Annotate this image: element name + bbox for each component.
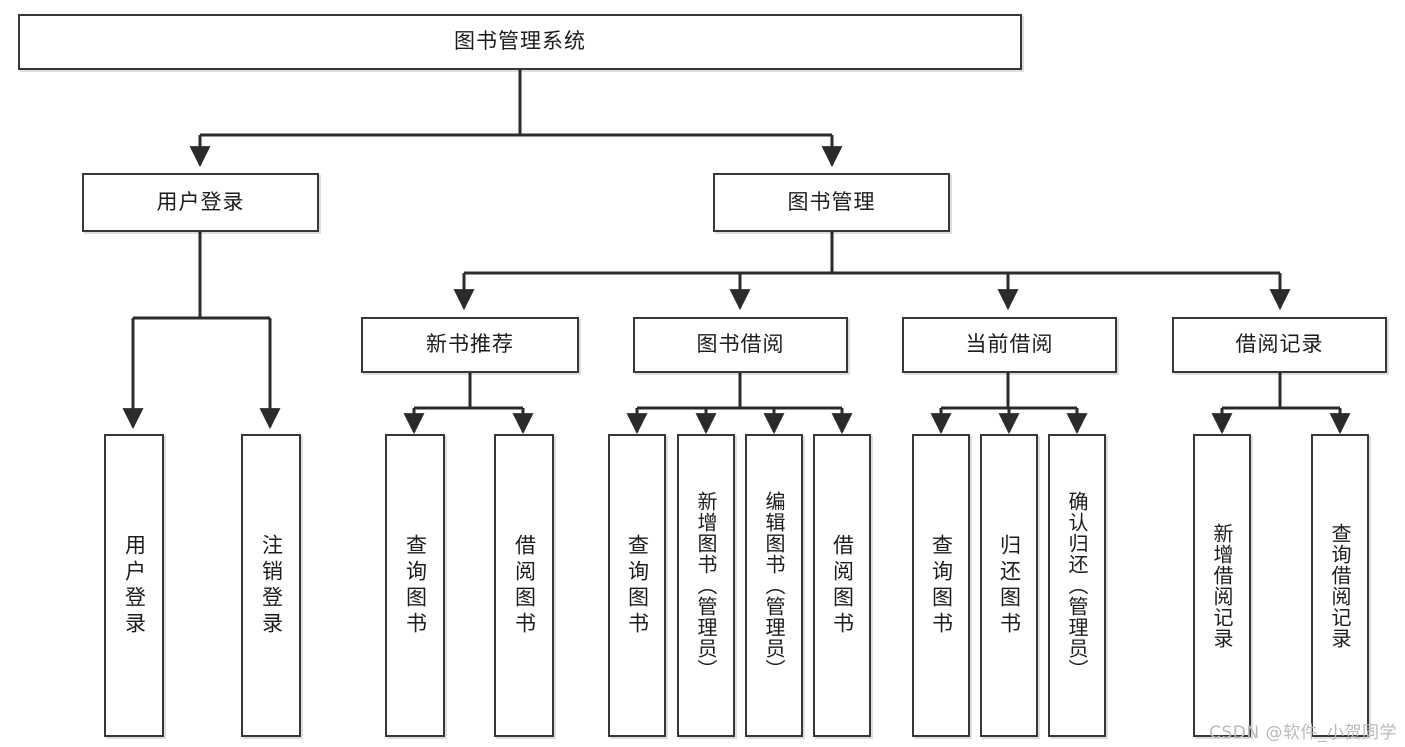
leaf-user-logout[interactable]: 注销登录 [241, 434, 301, 737]
node-root-label: 图书管理系统 [454, 29, 586, 54]
node-user-login-label: 用户登录 [156, 189, 245, 214]
node-book-borrow-label: 图书借阅 [696, 332, 785, 357]
leaf-query-book-3-label: 查询图书 [929, 533, 954, 638]
leaf-edit-book-admin[interactable]: 编辑图书（管理员） [745, 434, 803, 737]
leaf-query-book-1-label: 查询图书 [403, 533, 428, 638]
node-current-borrow[interactable]: 当前借阅 [902, 317, 1117, 373]
leaf-return-book-label: 归还图书 [997, 533, 1022, 638]
leaf-add-borrow-record-label: 新增借阅记录 [1210, 522, 1234, 649]
leaf-borrow-book-1[interactable]: 借阅图书 [494, 434, 554, 737]
node-borrow-record[interactable]: 借阅记录 [1172, 317, 1387, 373]
node-borrow-record-label: 借阅记录 [1235, 332, 1324, 357]
leaf-confirm-return-admin-label: 确认归还（管理员） [1065, 491, 1089, 680]
node-current-borrow-label: 当前借阅 [965, 332, 1054, 357]
leaf-user-login[interactable]: 用户登录 [104, 434, 164, 737]
leaf-user-login-label: 用户登录 [122, 533, 147, 638]
leaf-query-borrow-record[interactable]: 查询借阅记录 [1311, 434, 1369, 737]
node-book-borrow[interactable]: 图书借阅 [633, 317, 848, 373]
node-root[interactable]: 图书管理系统 [18, 14, 1022, 70]
leaf-edit-book-admin-label: 编辑图书（管理员） [762, 491, 786, 680]
leaf-query-book-1[interactable]: 查询图书 [385, 434, 445, 737]
leaf-user-logout-label: 注销登录 [259, 533, 284, 638]
leaf-borrow-book-2[interactable]: 借阅图书 [813, 434, 871, 737]
watermark-text: CSDN @软件_小贺同学 [1209, 723, 1397, 743]
leaf-query-book-2-label: 查询图书 [625, 533, 650, 638]
leaf-query-borrow-record-label: 查询借阅记录 [1328, 522, 1352, 649]
leaf-borrow-book-2-label: 借阅图书 [830, 533, 855, 638]
leaf-return-book[interactable]: 归还图书 [980, 434, 1038, 737]
leaf-query-book-2[interactable]: 查询图书 [608, 434, 666, 737]
node-book-manage-label: 图书管理 [787, 189, 876, 214]
leaf-add-book-admin[interactable]: 新增图书（管理员） [677, 434, 735, 737]
node-new-book-recommend[interactable]: 新书推荐 [361, 317, 579, 373]
node-new-book-recommend-label: 新书推荐 [426, 332, 514, 357]
leaf-confirm-return-admin[interactable]: 确认归还（管理员） [1048, 434, 1106, 737]
leaf-borrow-book-1-label: 借阅图书 [512, 533, 537, 638]
node-user-login[interactable]: 用户登录 [82, 173, 319, 232]
node-book-manage[interactable]: 图书管理 [713, 173, 950, 232]
leaf-add-borrow-record[interactable]: 新增借阅记录 [1193, 434, 1251, 737]
leaf-query-book-3[interactable]: 查询图书 [912, 434, 970, 737]
leaf-add-book-admin-label: 新增图书（管理员） [694, 491, 718, 680]
